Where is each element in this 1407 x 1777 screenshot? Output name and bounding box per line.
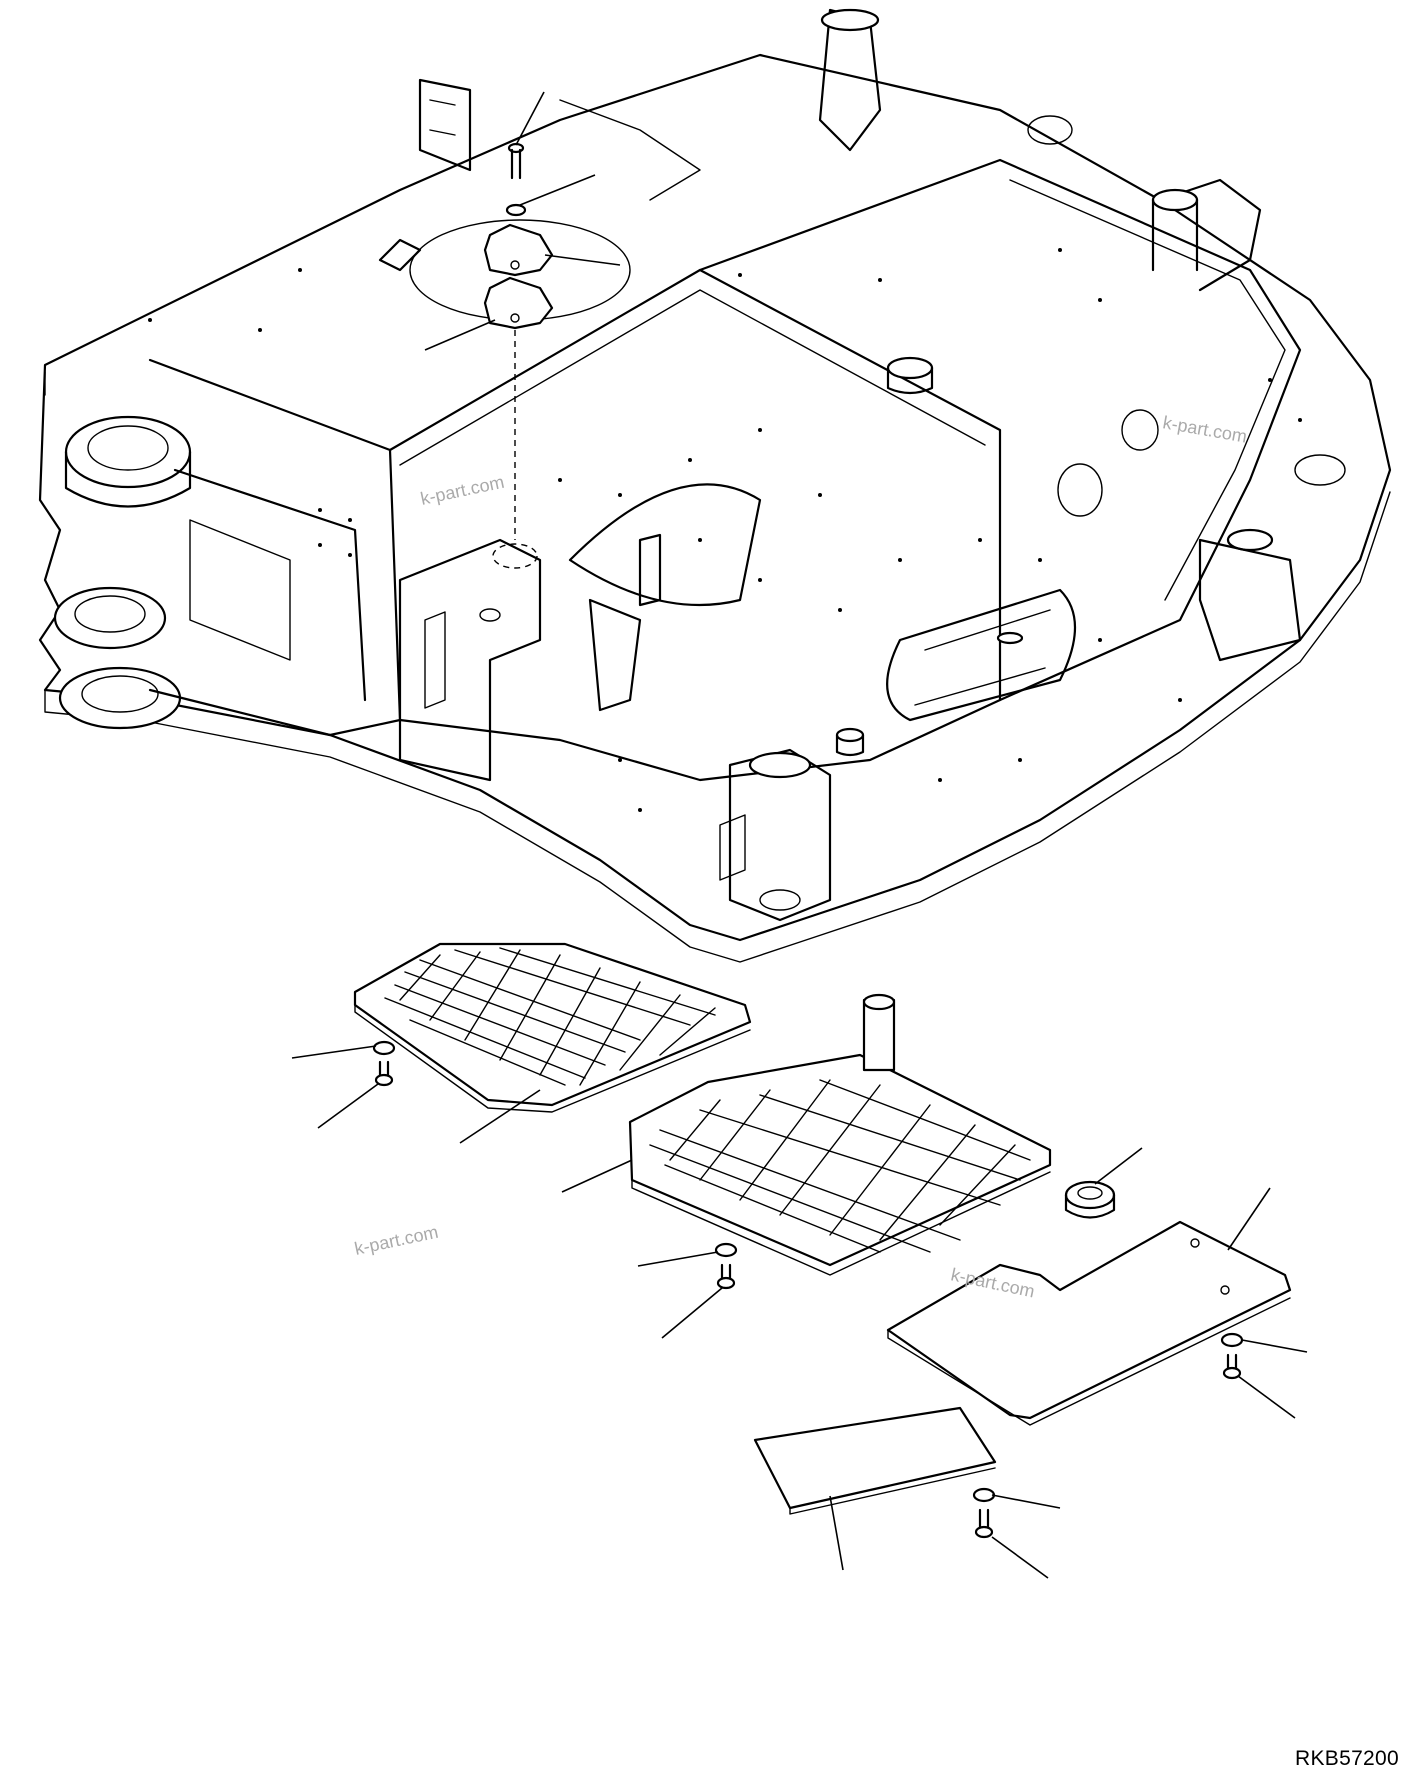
revolving-frame (38, 8, 1392, 963)
drawing-code: RKB57200 (1295, 1747, 1399, 1770)
floor-covers (353, 942, 1292, 1539)
fasteners (372, 1040, 1244, 1539)
floor-cover-small (753, 1406, 997, 1510)
leader-lines (291, 91, 1308, 1579)
floor-cover-perforated-left (353, 942, 752, 1107)
cover-plate-lower (483, 276, 554, 330)
boom-foot-boss-lower (53, 586, 167, 650)
washer (505, 203, 527, 217)
floor-cover-right (886, 1220, 1292, 1420)
watermark: k-part.com (353, 1222, 440, 1259)
cover-pipe (862, 998, 896, 1072)
watermark: k-part.com (419, 472, 506, 509)
boom-foot-boss-upper (64, 415, 192, 489)
frame-holes (148, 248, 1302, 812)
grommet (1064, 1180, 1116, 1210)
perforation-grid-left (384, 947, 716, 1086)
cover-plate-upper (483, 223, 554, 277)
floor-hand-hole (886, 588, 1076, 722)
perforation-grid-center (649, 1079, 1031, 1253)
watermark: k-part.com (1161, 412, 1248, 446)
floor-cover-perforated-center (628, 1053, 1052, 1267)
